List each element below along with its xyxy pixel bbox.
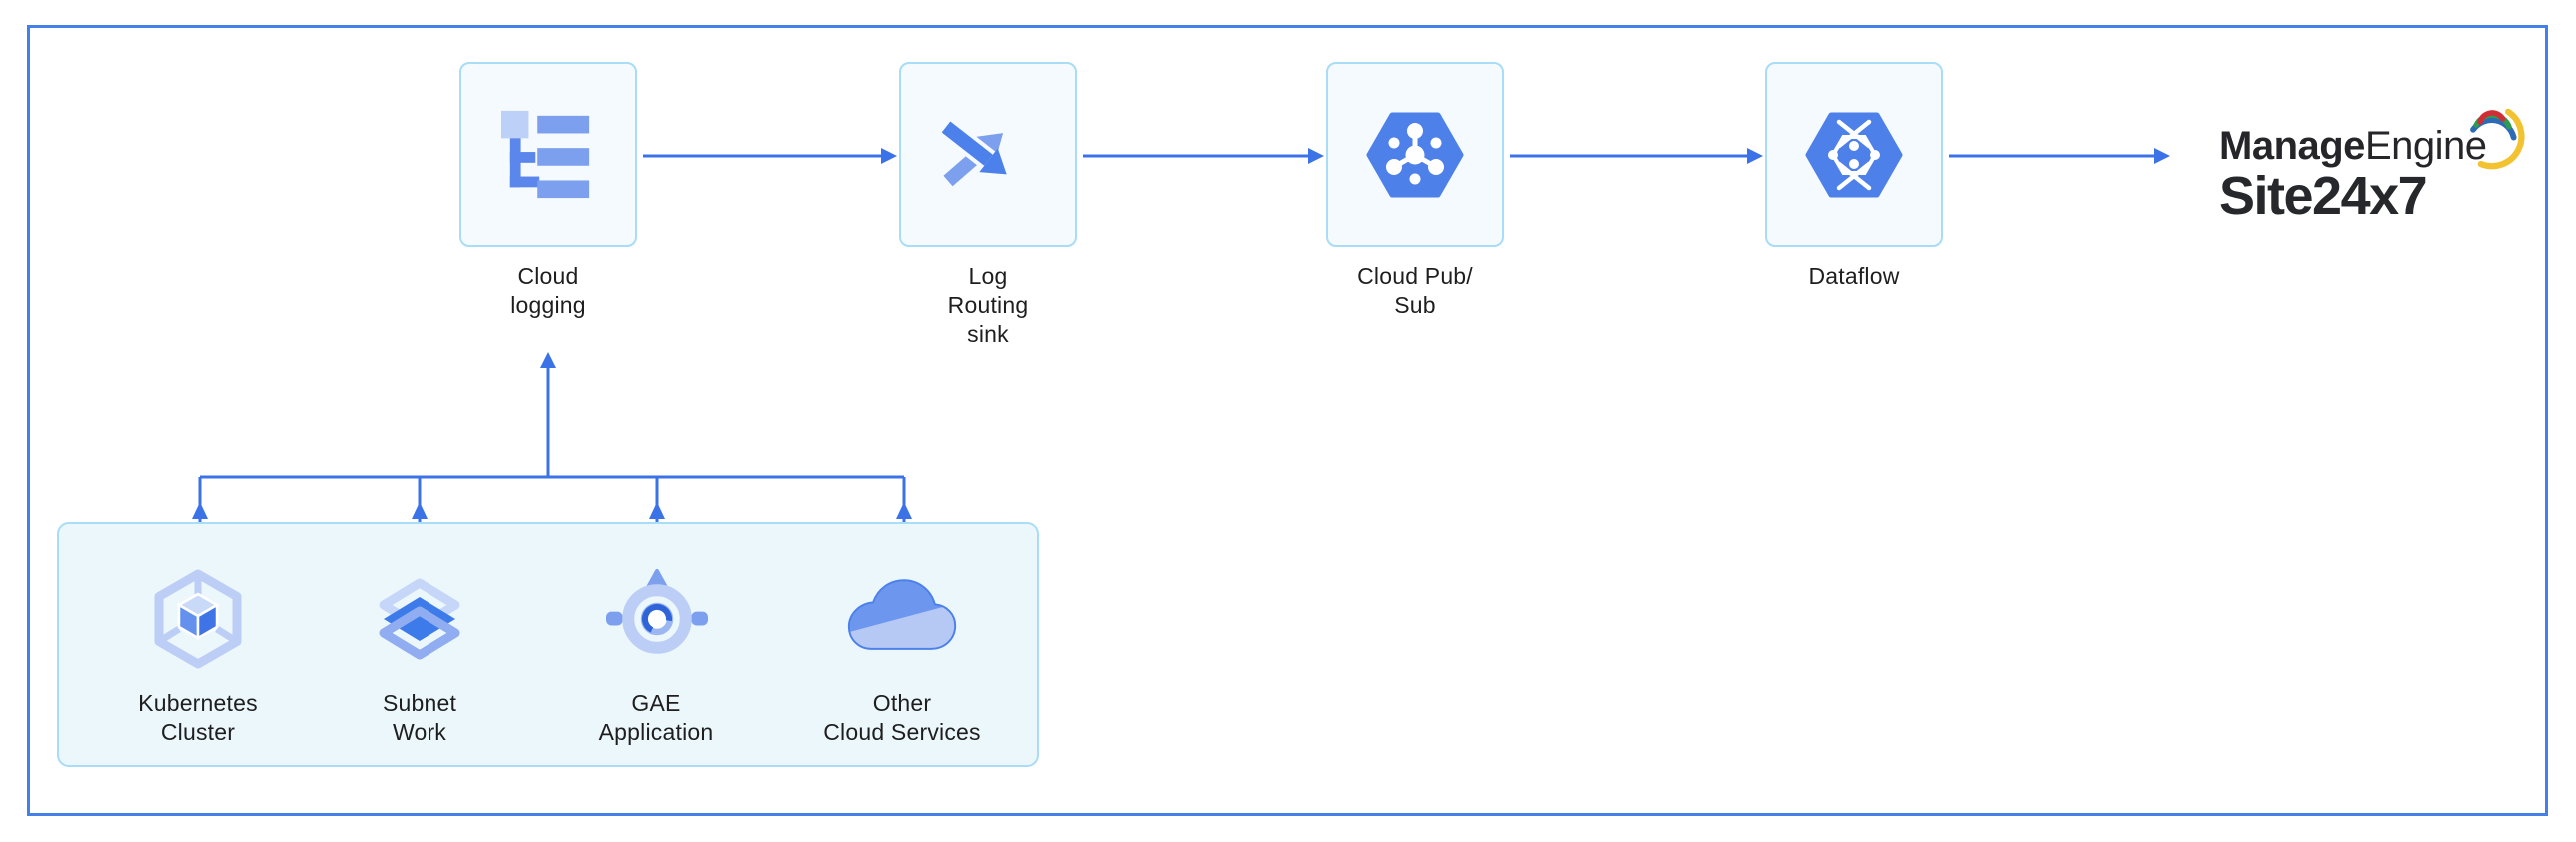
node-dataflow bbox=[1765, 62, 1943, 247]
node-cloud-logging bbox=[459, 62, 637, 247]
source-label-kubernetes-cluster: Kubernetes Cluster bbox=[138, 690, 258, 745]
node-log-routing-sink bbox=[899, 62, 1077, 247]
app-engine-icon bbox=[606, 568, 708, 654]
source-label-gae-application: GAE Application bbox=[598, 690, 714, 745]
shuffle-arrows-icon bbox=[942, 115, 1007, 186]
diagram-frame bbox=[27, 25, 2548, 816]
node-label-cloud-pub-sub: Cloud Pub/ Sub bbox=[1357, 263, 1473, 318]
dataflow-hexagon-icon bbox=[1805, 112, 1903, 197]
site24x7-wordmark: Site24x7 bbox=[2219, 166, 2428, 226]
cloud-icon bbox=[847, 579, 957, 650]
node-label-dataflow: Dataflow bbox=[1808, 263, 1900, 289]
logo-brand-bold: Manage bbox=[2219, 124, 2365, 168]
source-label-subnet-work: Subnet Work bbox=[382, 690, 457, 745]
logo-brand-light: Engine bbox=[2364, 124, 2487, 168]
kubernetes-cluster-icon bbox=[154, 569, 242, 669]
node-cloud-pub-sub bbox=[1326, 62, 1504, 247]
node-label-log-routing-sink: Log Routing sink bbox=[947, 263, 1029, 347]
pubsub-hexagon-icon bbox=[1366, 112, 1464, 197]
manageengine-wordmark: ManageEngine bbox=[2219, 124, 2487, 168]
source-label-other-cloud-services: Other Cloud Services bbox=[823, 690, 981, 745]
site24x7-logo: ManageEngine Site24x7 bbox=[2219, 124, 2487, 226]
node-label-cloud-logging: Cloud logging bbox=[510, 263, 586, 318]
subnet-layers-icon bbox=[379, 578, 460, 660]
cloud-logging-icon bbox=[501, 110, 590, 198]
logo-swirl-icon bbox=[2470, 108, 2525, 170]
